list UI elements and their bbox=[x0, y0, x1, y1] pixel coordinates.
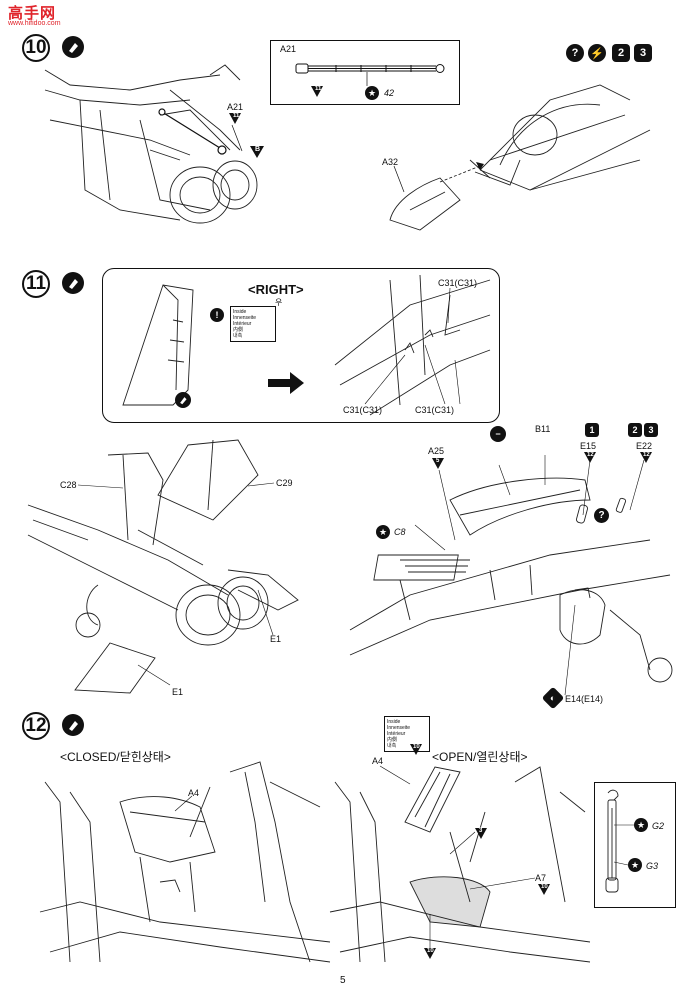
right-side-subheading: 우 bbox=[275, 298, 283, 307]
sprue-tag-12: 12 bbox=[640, 452, 652, 463]
paint-star-icon: ★ bbox=[628, 858, 642, 872]
fuselage-inside-drawing bbox=[334, 274, 491, 416]
callout-e1-right: E1 bbox=[270, 634, 282, 644]
leader-line bbox=[231, 124, 243, 152]
leader-lines bbox=[414, 455, 645, 696]
leader-lines bbox=[364, 344, 461, 405]
color-code-42: 42 bbox=[384, 88, 395, 98]
paint-star-icon: ★ bbox=[634, 818, 648, 832]
leader-lines bbox=[613, 824, 634, 866]
callout-a4-open: A4 bbox=[372, 756, 384, 766]
sprue-tag-a21: 11 bbox=[229, 113, 241, 124]
cockpit-canopy-drawing bbox=[389, 84, 651, 231]
b-tag-label: B bbox=[255, 146, 261, 153]
callout-c31-bottom-right: C31(C31) bbox=[415, 405, 455, 415]
callout-e1-left: E1 bbox=[172, 687, 184, 697]
tail-fin-drawing bbox=[122, 284, 194, 406]
sprue-tag-10: 10 bbox=[424, 948, 436, 959]
callout-a7: A7 bbox=[535, 873, 547, 883]
callout-c29: C29 bbox=[276, 478, 293, 488]
ref-tag-3: 3 bbox=[475, 828, 487, 839]
color-code-g3: G3 bbox=[646, 861, 659, 871]
assembly-arrow bbox=[439, 162, 484, 183]
color-code-c8: C8 bbox=[394, 527, 406, 537]
sprue-tag-10: 10 bbox=[410, 744, 422, 755]
leader-line bbox=[366, 72, 368, 86]
glue-icon bbox=[62, 36, 84, 58]
closed-state-heading: <CLOSED/닫힌상태> bbox=[60, 750, 171, 764]
callout-a4-closed: A4 bbox=[188, 788, 200, 798]
question-badge-icon: ? bbox=[594, 508, 609, 523]
leader-lines bbox=[379, 765, 536, 948]
leader-line bbox=[447, 287, 451, 324]
option-badge-3: 3 bbox=[634, 44, 652, 62]
step-number-11: 11 bbox=[22, 270, 50, 298]
color-code-g2: G2 bbox=[652, 821, 665, 831]
glue-icon bbox=[62, 272, 84, 294]
callout-a21: A21 bbox=[227, 102, 244, 112]
b-tag-triangle bbox=[250, 146, 264, 158]
step10-fuselage-drawing bbox=[44, 64, 258, 224]
callout-e14: E14(E14) bbox=[565, 694, 604, 704]
glue-icon bbox=[62, 714, 84, 736]
warning-badge-icon: ⚡ bbox=[588, 44, 606, 62]
callout-c31-bottom-left: C31(C31) bbox=[343, 405, 383, 415]
direction-arrow-icon bbox=[268, 372, 304, 394]
sprue-tag-5: 5 bbox=[432, 458, 444, 469]
callout-b11: B11 bbox=[535, 424, 551, 434]
sprue-tag-11: 11 bbox=[311, 86, 323, 97]
option-badge-2: 2 bbox=[612, 44, 630, 62]
inside-note-box: Inside Innenseite Intérieur 内側 내측 bbox=[384, 716, 430, 752]
sprue-tag-12: 12 bbox=[584, 452, 596, 463]
callout-a32: A32 bbox=[382, 157, 399, 167]
horizontal-stabilizer-e1 bbox=[74, 642, 156, 694]
paint-star-icon: ★ bbox=[376, 525, 390, 539]
step-number-12: 12 bbox=[22, 712, 50, 740]
inside-note-box: Inside Innenseite Intérieur 内側 내측 bbox=[230, 306, 276, 342]
watermark-logo: 高手网 bbox=[8, 5, 57, 22]
sprue-tag-10: 10 bbox=[538, 884, 550, 895]
closed-airbrake-drawing bbox=[39, 761, 331, 963]
right-side-heading: <RIGHT> bbox=[248, 282, 304, 297]
callout-e15: E15 bbox=[580, 441, 597, 451]
caution-icon: ! bbox=[210, 308, 224, 322]
leader-line bbox=[393, 165, 405, 193]
glue-icon bbox=[175, 392, 191, 408]
paint-star-icon: ★ bbox=[365, 86, 379, 100]
callout-c28: C28 bbox=[60, 480, 77, 490]
watermark-url: www.hifidoo.com bbox=[8, 20, 61, 27]
option-badge-2: 2 bbox=[628, 423, 642, 437]
callout-c31-top: C31(C31) bbox=[438, 278, 478, 288]
option-badge-3: 3 bbox=[644, 423, 658, 437]
rear-fuselage-tails-drawing bbox=[27, 439, 299, 646]
open-state-heading: <OPEN/열린상태> bbox=[432, 750, 528, 764]
step11-detail-panel bbox=[102, 268, 500, 423]
step-number-10: 10 bbox=[22, 34, 50, 62]
a21-rod-part bbox=[158, 108, 227, 155]
option-badge-1: 1 bbox=[585, 423, 599, 437]
callout-a25: A25 bbox=[428, 446, 445, 456]
leader-line bbox=[174, 795, 193, 812]
question-badge-icon: ? bbox=[566, 44, 584, 62]
actuator-rod-drawing bbox=[605, 789, 619, 893]
callout-e22: E22 bbox=[636, 441, 653, 451]
cockpit-panel-assembly-drawing bbox=[349, 477, 673, 683]
minus-badge-icon: − bbox=[490, 426, 506, 442]
part-label-a21: A21 bbox=[280, 44, 297, 54]
page-number: 5 bbox=[340, 975, 346, 986]
a21-rod-detail bbox=[295, 63, 445, 74]
leader-lines bbox=[77, 482, 275, 686]
